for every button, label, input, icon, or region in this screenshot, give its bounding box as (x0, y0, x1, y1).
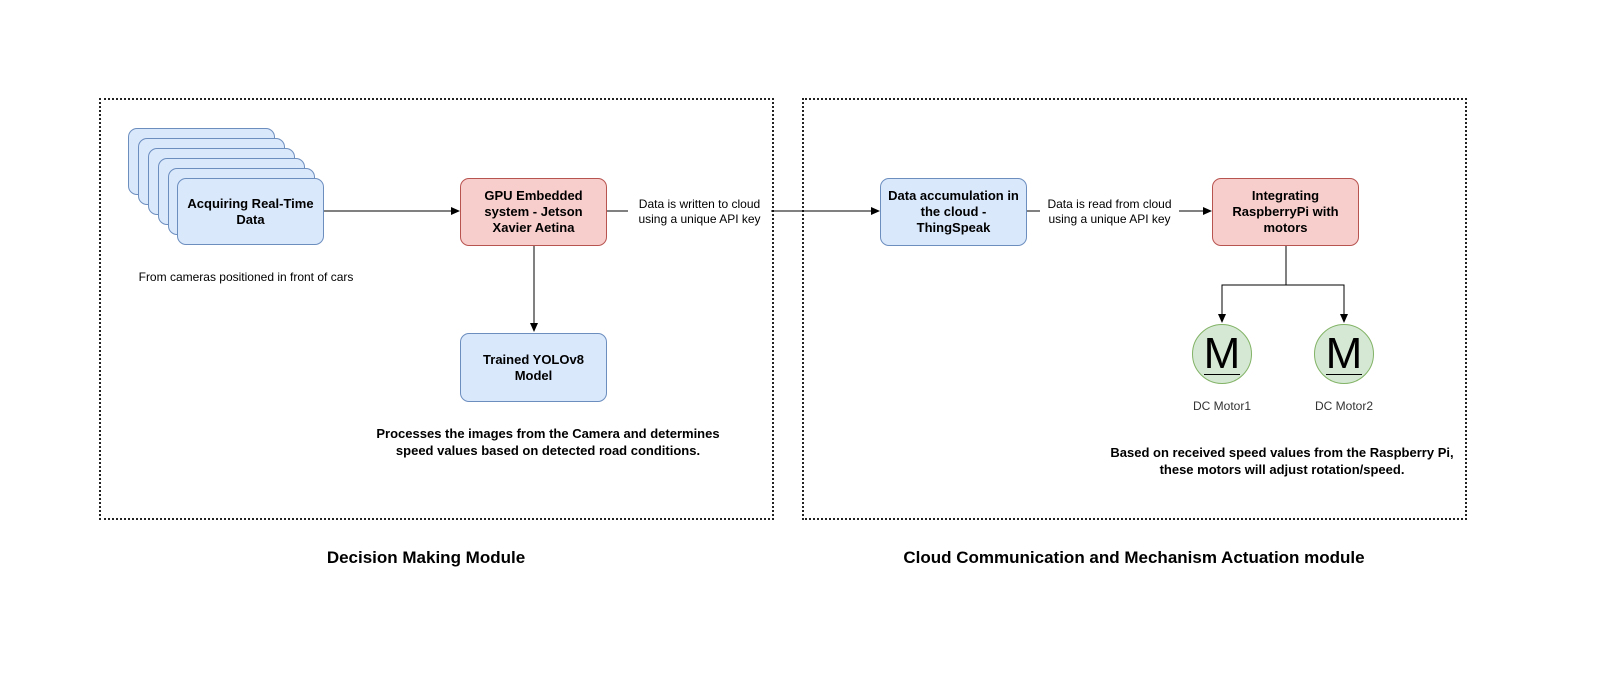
motor2-glyph: M (1325, 328, 1363, 378)
acquire-data-label: Acquiring Real-Time Data (187, 195, 314, 227)
raspberrypi-node: Integrating RaspberryPi with motors (1212, 178, 1359, 246)
edge-label-read: Data is read from cloud using a unique A… (1040, 197, 1179, 227)
dc-motor1-symbol: M (1192, 324, 1252, 384)
raspberrypi-label: Integrating RaspberryPi with motors (1232, 188, 1339, 235)
processing-note: Processes the images from the Camera and… (376, 426, 720, 458)
decision-module-title: Decision Making Module (326, 548, 526, 567)
cameras-note: From cameras positioned in front of cars (138, 270, 354, 284)
acquire-data-node: Acquiring Real-Time Data (177, 178, 324, 245)
edge-label-written: Data is written to cloud using a unique … (628, 197, 771, 227)
decision-module-frame (99, 98, 774, 520)
dc-motor2-label: DC Motor2 (1314, 399, 1373, 413)
yolo-model-node: Trained YOLOv8 Model (460, 333, 607, 402)
dc-motor2-symbol: M (1314, 324, 1374, 384)
yolo-model-label: Trained YOLOv8 Model (483, 351, 584, 383)
cloud-module-frame (802, 98, 1467, 520)
gpu-embedded-label: GPU Embedded system - Jetson Xavier Aeti… (484, 188, 583, 235)
cloud-thingspeak-label: Data accumulation in the cloud - ThingSp… (888, 188, 1019, 235)
cloud-thingspeak-node: Data accumulation in the cloud - ThingSp… (880, 178, 1027, 246)
cloud-module-title: Cloud Communication and Mechanism Actuat… (903, 548, 1365, 567)
gpu-embedded-node: GPU Embedded system - Jetson Xavier Aeti… (460, 178, 607, 246)
motors-note: Based on received speed values from the … (1110, 445, 1454, 477)
dc-motor1-label: DC Motor1 (1192, 399, 1251, 413)
motor1-glyph: M (1203, 328, 1241, 378)
